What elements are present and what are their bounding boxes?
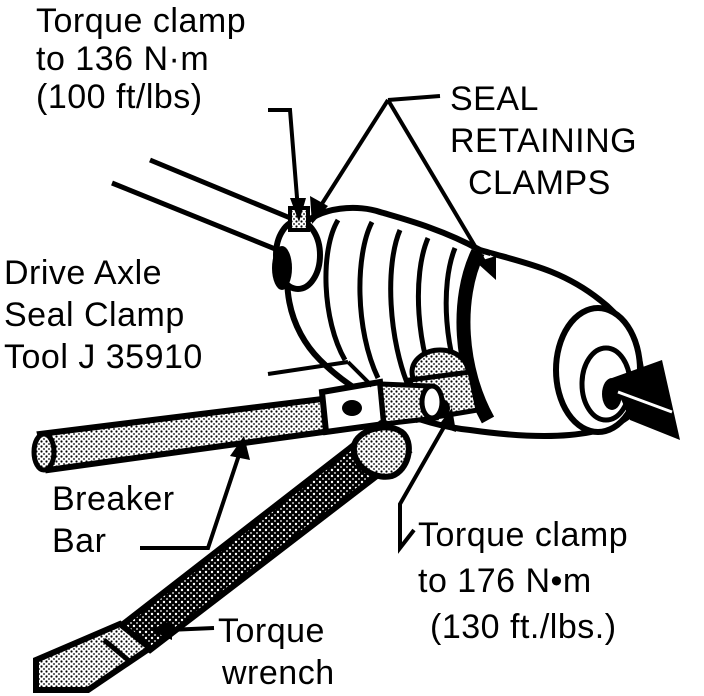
label-torque-wrench: Torque wrench [218,610,335,694]
label-line: SEAL [450,80,539,118]
axle-shaft-left [111,157,301,258]
leader-torque-176 [398,408,456,554]
label-seal-retaining-clamps: SEAL RETAINING CLAMPS [450,78,637,204]
label-line: CLAMPS [468,164,611,202]
label-line: to 136 N·m [36,40,210,78]
label-torque-clamp-176: Torque clamp to 176 N•m (130 ft./lbs.) [418,512,628,650]
label-torque-clamp-136: Torque clamp to 136 N·m (100 ft/lbs) [36,2,246,116]
seal-boot [284,204,645,439]
label-line: (100 ft/lbs) [36,78,203,116]
label-line: (130 ft./lbs.) [430,608,617,646]
label-line: Tool J 35910 [4,338,203,376]
label-line: Torque [218,612,325,650]
label-line: Seal Clamp [4,296,185,334]
label-line: Drive Axle [4,254,163,292]
leader-seal-clamps [310,94,496,280]
label-breaker-bar: Breaker Bar [52,478,175,562]
leader-drive-axle-tool [267,360,374,388]
label-line: Breaker [52,480,175,518]
label-line: Torque clamp [418,516,629,554]
label-line: to 176 N•m [418,562,592,600]
label-line: Bar [52,522,107,560]
leader-torque-wrench [150,620,215,640]
leader-breaker-bar [140,436,250,550]
leader-torque-136 [268,108,306,222]
breaker-bar [31,378,445,474]
label-line: Torque clamp [36,2,247,40]
label-line: RETAINING [450,122,638,160]
label-line: wrench [222,654,335,692]
axle-shaft-right [612,360,680,440]
label-drive-axle-seal-clamp-tool: Drive Axle Seal Clamp Tool J 35910 [4,252,203,378]
torque-wrench [33,419,413,693]
